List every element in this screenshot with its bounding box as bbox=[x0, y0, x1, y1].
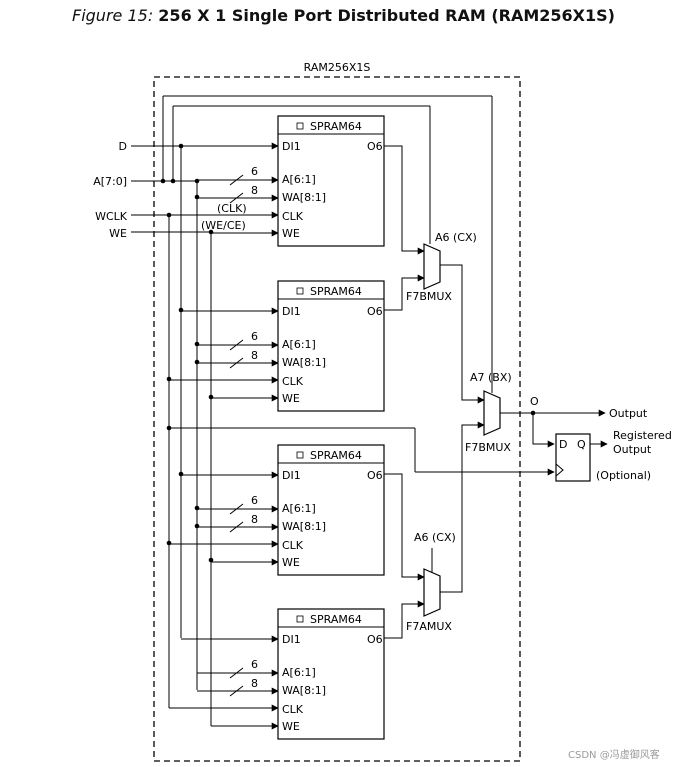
bus-width-a: 6 bbox=[251, 658, 258, 671]
ff-q-label: Q bbox=[577, 438, 586, 451]
spram-clk-pin: CLK bbox=[282, 539, 304, 552]
mux-mid-select-label: A7 (BX) bbox=[470, 371, 512, 384]
spram-wa-pin: WA[8:1] bbox=[282, 684, 326, 697]
spram-o6-pin: O6 bbox=[367, 305, 383, 318]
spram-name: SPRAM64 bbox=[310, 613, 362, 626]
spram-we-pin: WE bbox=[282, 720, 300, 733]
spram-name: SPRAM64 bbox=[310, 285, 362, 298]
spram-clk-pin: CLK bbox=[282, 210, 304, 223]
spram-we-pin: WE bbox=[282, 556, 300, 569]
spram-name: SPRAM64 bbox=[310, 120, 362, 133]
spram-we-pin: WE bbox=[282, 392, 300, 405]
we-ce-annotation: (WE/CE) bbox=[201, 219, 246, 232]
bus-width-wa: 8 bbox=[251, 513, 258, 526]
spram-a-pin: A[6:1] bbox=[282, 666, 316, 679]
spram-di-pin: DI1 bbox=[282, 140, 301, 153]
watermark: CSDN @冯虚御风客 bbox=[568, 750, 660, 761]
spram-clk-pin: CLK bbox=[282, 703, 304, 716]
bus-width-a: 6 bbox=[251, 165, 258, 178]
spram-o6-pin: O6 bbox=[367, 140, 383, 153]
registered-output-label-1: Registered bbox=[613, 429, 672, 442]
mux-bot-name: F7AMUX bbox=[406, 620, 452, 633]
spram-wa-pin: WA[8:1] bbox=[282, 191, 326, 204]
bus-width-wa: 8 bbox=[251, 677, 258, 690]
spram-square-icon bbox=[296, 615, 304, 623]
mux-mid-name: F7BMUX bbox=[465, 441, 511, 454]
spram-a-pin: A[6:1] bbox=[282, 338, 316, 351]
mux-top-name: F7BMUX bbox=[406, 290, 452, 303]
input-a-label: A[7:0] bbox=[93, 175, 127, 188]
bus-width-wa: 8 bbox=[251, 349, 258, 362]
o-label: O bbox=[530, 395, 539, 408]
container-label: RAM256X1S bbox=[304, 61, 371, 74]
spram-we-pin: WE bbox=[282, 227, 300, 240]
input-we-label: WE bbox=[109, 227, 127, 240]
input-wclk-label: WCLK bbox=[95, 210, 128, 223]
bus-width-wa: 8 bbox=[251, 184, 258, 197]
mux-bot-select-label: A6 (CX) bbox=[414, 531, 456, 544]
output-label: Output bbox=[609, 407, 648, 420]
output-flipflop bbox=[555, 433, 591, 482]
bus-width-a: 6 bbox=[251, 330, 258, 343]
spram-o6-pin: O6 bbox=[367, 469, 383, 482]
spram-clk-pin: CLK bbox=[282, 375, 304, 388]
spram-a-pin: A[6:1] bbox=[282, 173, 316, 186]
spram-di-pin: DI1 bbox=[282, 469, 301, 482]
mux-f7bmux-top bbox=[423, 243, 441, 290]
figure-caption: 256 X 1 Single Port Distributed RAM (RAM… bbox=[158, 6, 615, 25]
spram-a-pin: A[6:1] bbox=[282, 502, 316, 515]
spram-wa-pin: WA[8:1] bbox=[282, 356, 326, 369]
spram-o6-pin: O6 bbox=[367, 633, 383, 646]
mux-top-select-label: A6 (CX) bbox=[435, 231, 477, 244]
spram-square-icon bbox=[296, 122, 304, 130]
ram256x1s-boundary bbox=[153, 76, 521, 762]
spram-square-icon bbox=[296, 287, 304, 295]
spram-name: SPRAM64 bbox=[310, 449, 362, 462]
registered-output-label-2: Output bbox=[613, 443, 652, 456]
ff-d-label: D bbox=[559, 438, 567, 451]
mux-f7amux bbox=[423, 568, 441, 617]
bus-width-a: 6 bbox=[251, 494, 258, 507]
figure-number: Figure 15: bbox=[72, 6, 154, 25]
clk-annotation: (CLK) bbox=[217, 202, 247, 215]
spram-di-pin: DI1 bbox=[282, 633, 301, 646]
spram-di-pin: DI1 bbox=[282, 305, 301, 318]
spram-wa-pin: WA[8:1] bbox=[282, 520, 326, 533]
spram-square-icon bbox=[296, 451, 304, 459]
input-d-label: D bbox=[119, 140, 127, 153]
mux-a7 bbox=[483, 390, 501, 436]
optional-label: (Optional) bbox=[596, 469, 651, 482]
figure-title: Figure 15: 256 X 1 Single Port Distribut… bbox=[0, 6, 687, 25]
